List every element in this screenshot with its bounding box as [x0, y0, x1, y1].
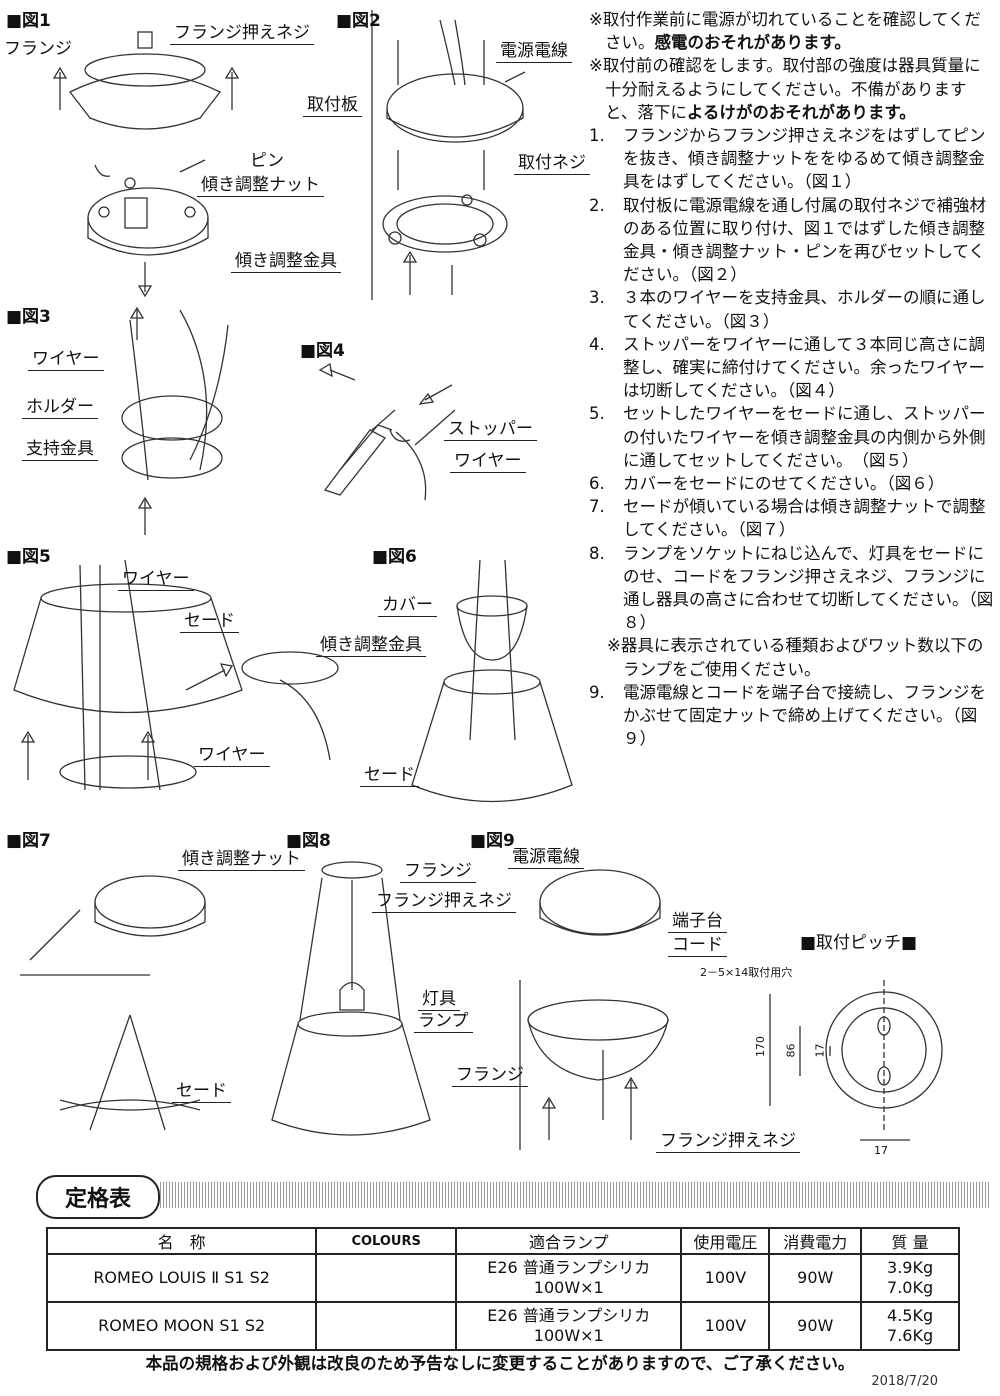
spec-header-name: 名 称 — [45, 1227, 318, 1255]
fig1-callout-tilt-nut: 傾き調整ナット — [197, 170, 324, 197]
fig4-callout-wire: ワイヤー — [450, 446, 526, 473]
instructions: ※取付作業前に電源が切れていることを確認してください。感電のおそれがあります。 … — [589, 8, 994, 751]
fig5-callout-wire-2: ワイヤー — [194, 740, 270, 767]
fig9-callout-terminal: 端子台 — [668, 906, 727, 933]
spec-cell-voltage: 100V — [680, 1301, 771, 1351]
spec-cell-colours — [315, 1301, 458, 1351]
fig6-callout-shade: セード — [360, 760, 419, 787]
step-2: 2.取付板に電源電線を通し付属の取付ネジで補強材のある位置に取り付け、図１ではず… — [589, 195, 986, 285]
fig3-callout-support-bracket: 支持金具 — [22, 434, 98, 461]
fig2-callout-power-wire: 電源電線 — [496, 36, 572, 63]
spec-cell-power: 90W — [768, 1253, 863, 1303]
fig5-callout-tilt-bracket: 傾き調整金具 — [316, 630, 426, 657]
fig8-label: ■図8 — [286, 831, 331, 851]
spec-cell-name: ROMEO MOON S1 S2 — [45, 1301, 318, 1351]
step-1: 1.フランジからフランジ押さえネジをはずしてピンを抜き、傾き調整ナットををゆるめ… — [589, 126, 986, 192]
spec-heading-bar — [160, 1182, 990, 1208]
fig3-callout-wire: ワイヤー — [28, 344, 104, 371]
fig7-callout-tilt-nut: 傾き調整ナット — [178, 844, 305, 871]
fig8-callout-flange: フランジ — [400, 856, 476, 883]
fig9-wiring-drawing — [519, 869, 669, 1150]
fig5-callout-wire: ワイヤー — [118, 564, 194, 591]
footer-disclaimer: 本品の規格および外観は改良のため予告なしに変更することがありますので、ご了承くだ… — [145, 1354, 855, 1373]
fig4-label: ■図4 — [300, 341, 345, 361]
pitch-label: ■取付ピッチ■ — [800, 933, 918, 953]
fig8-callout-fixture: 灯具 — [418, 984, 460, 1011]
spec-cell-voltage: 100V — [680, 1253, 771, 1303]
spec-cell-name: ROMEO LOUIS Ⅱ S1 S2 — [45, 1253, 318, 1303]
spec-header-row: 名 称 COLOURS 適合ランプ 使用電圧 消費電力 質 量 — [45, 1227, 960, 1255]
pitch-dim-170: 170 — [754, 1036, 767, 1057]
fig1-callout-pin: ピン — [250, 151, 284, 171]
note-lamp-wattage: ※器具に表示されている種類およびワット数以下のランプをご使用ください。 — [607, 636, 984, 679]
fig6-callout-cover: カバー — [378, 590, 437, 617]
fig7-callout-shade: セード — [172, 1076, 231, 1103]
fig2-label: ■図2 — [336, 11, 381, 31]
spec-header-colours: COLOURS — [315, 1227, 458, 1255]
fig5-callout-shade: セード — [180, 606, 239, 633]
spec-heading: 定格表 — [36, 1175, 160, 1219]
pitch-hole-note: 2－5×14取付用穴 — [700, 966, 793, 979]
step-3: 3.３本のワイヤーを支持金具、ホルダーの順に通してください。（図３） — [589, 288, 986, 331]
step-8: 8.ランプをソケットにねじ込んで、灯具をセードにのせ、コードをフランジ押さえネジ… — [589, 543, 994, 633]
spec-header-mass: 質 量 — [860, 1227, 960, 1255]
fig8-callout-flange-screw: フランジ押えネジ — [372, 886, 516, 913]
spec-cell-colours — [315, 1253, 458, 1303]
fig1-callout-flange-screw: フランジ押えネジ — [170, 18, 314, 45]
pitch-diagram — [769, 980, 943, 1141]
fig6-cover-drawing — [411, 559, 573, 803]
fig5-label: ■図5 — [6, 547, 51, 567]
note-power-off: ※取付作業前に電源が切れていることを確認してください。感電のおそれがあります。 — [589, 10, 981, 53]
pitch-dim-86: 86 — [784, 1043, 798, 1058]
step-5: 5.セットしたワイヤーをセードに通し、ストッパーの付いたワイヤーを傾き調整金具の… — [589, 404, 986, 470]
spec-header-lamp: 適合ランプ — [455, 1227, 683, 1255]
spec-cell-power: 90W — [768, 1301, 863, 1351]
fig2-callout-mounting-screw: 取付ネジ — [514, 148, 590, 175]
fig4-callout-stopper: ストッパー — [444, 414, 537, 441]
fig7-adjust-drawing — [20, 875, 206, 1131]
fig1-label: ■図1 — [6, 11, 51, 31]
pitch-dim-17-h: 17 — [874, 1144, 888, 1157]
spec-header-power: 消費電力 — [768, 1227, 863, 1255]
step-6: 6.カバーをセードにのせてください。（図６） — [589, 474, 945, 494]
fig6-label: ■図6 — [372, 547, 417, 567]
fig9-callout-power-wire: 電源電線 — [508, 842, 584, 869]
fig9-callout-flange: フランジ — [452, 1060, 528, 1087]
fig7-label: ■図7 — [6, 831, 51, 851]
document-date: 2018/7/20 — [871, 1374, 938, 1389]
step-9: 9.電源電線とコードを端子台で接続し、フランジをかぶせて固定ナットで締め上げてく… — [589, 682, 986, 749]
fig2-callout-mounting-plate: 取付板 — [303, 90, 362, 117]
fig4-pliers-drawing — [318, 362, 456, 501]
spec-table: 名 称 COLOURS 適合ランプ 使用電圧 消費電力 質 量 ROMEO LO… — [45, 1227, 960, 1351]
step-7: 7.セードが傾いている場合は傾き調整ナットで調整してください。（図７） — [589, 497, 986, 540]
fig9-callout-flange-screw: フランジ押えネジ — [656, 1126, 800, 1153]
fig3-callout-holder: ホルダー — [22, 392, 98, 419]
fig3-wire-holder-drawing — [121, 306, 229, 535]
note-strength: ※取付前の確認をします。取付部の強度は器具質量に十分耐えるようにしてください。不… — [589, 56, 981, 122]
spec-header-voltage: 使用電圧 — [680, 1227, 771, 1255]
fig9-label: ■図9 — [470, 831, 515, 851]
fig1-callout-tilt-bracket: 傾き調整金具 — [231, 246, 341, 273]
fig1-flange-drawing — [52, 31, 240, 298]
fig9-callout-cord: コード — [668, 930, 727, 957]
fig2-mounting-plate-drawing — [371, 10, 526, 300]
fig8-assembly-drawing — [271, 861, 431, 1136]
step-4: 4.ストッパーをワイヤーに通して３本同じ高さに調整し、確実に締付けてください。余… — [589, 334, 986, 401]
fig3-label: ■図3 — [6, 307, 51, 327]
fig5-shade-drawing — [13, 559, 339, 791]
pitch-dim-17-v: 17 — [813, 1043, 827, 1058]
fig8-callout-lamp: ランプ — [414, 1006, 473, 1033]
fig1-callout-flange: フランジ — [4, 39, 72, 59]
